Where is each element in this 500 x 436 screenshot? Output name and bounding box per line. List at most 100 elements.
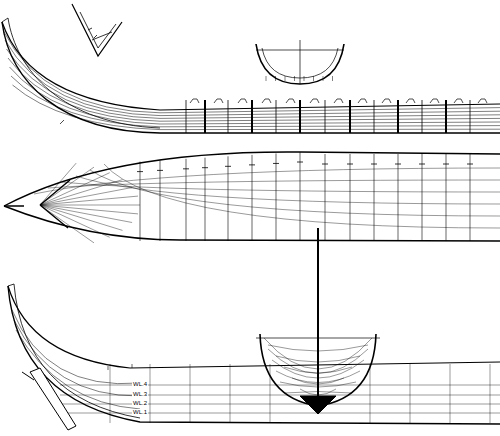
strake-plan-line — [76, 176, 500, 204]
waterline-label: WL.1 — [132, 409, 148, 416]
strake-plan-line — [34, 168, 500, 194]
plank-end-line — [40, 205, 110, 237]
frame-plan-line — [205, 158, 206, 241]
frame-tick — [266, 76, 267, 81]
station-line — [230, 364, 231, 423]
station-line — [110, 364, 111, 423]
oar-port — [406, 99, 415, 103]
section-line — [276, 356, 360, 362]
rudder-sketch — [72, 4, 122, 56]
oar-port — [310, 99, 319, 103]
station-line — [490, 364, 491, 423]
frame-plan-line — [252, 155, 253, 241]
frame-tick — [275, 76, 276, 81]
frame-line — [422, 100, 423, 133]
frame-line — [349, 100, 351, 133]
body-line — [268, 349, 368, 374]
sheer-line — [2, 22, 500, 110]
strake-line — [11, 76, 500, 127]
plank-end-line — [40, 173, 110, 205]
beam-mark — [395, 164, 401, 165]
beam-mark — [347, 164, 353, 165]
frame-plan-line — [350, 154, 351, 241]
frame-line — [251, 100, 253, 133]
stem-post — [8, 284, 140, 418]
waterline — [60, 385, 500, 386]
frame-line — [299, 100, 301, 133]
strake-line — [14, 320, 140, 396]
strake-plan-line — [104, 164, 500, 228]
oar-port — [382, 99, 391, 103]
waterline — [60, 404, 500, 405]
section-line — [292, 378, 344, 384]
plank-end-line — [40, 205, 132, 223]
plank-end-line — [40, 205, 140, 206]
station-mark — [108, 364, 132, 370]
waterline-label: WL.4 — [132, 381, 148, 388]
frame-plan-line — [422, 154, 423, 241]
waterline-label: WL.2 — [132, 400, 148, 407]
beam-mark — [419, 164, 425, 165]
frame-tick — [323, 76, 324, 81]
thwart-line — [256, 40, 344, 84]
frame-plan-line — [446, 154, 447, 241]
station-line — [410, 364, 411, 423]
oar-port — [478, 99, 487, 103]
waterline-label: WL.3 — [132, 391, 148, 398]
waterline — [60, 395, 500, 396]
strake-plan-line — [48, 180, 500, 188]
body-line — [272, 360, 364, 378]
frame-plan-line — [470, 154, 471, 241]
keel-section — [300, 396, 336, 414]
beam-mark — [467, 164, 473, 165]
frame-line — [374, 100, 375, 133]
body-line — [276, 371, 360, 383]
oar-port — [214, 99, 223, 103]
frame-tick — [332, 76, 333, 81]
oar-port — [454, 99, 463, 103]
frame-tick — [304, 76, 305, 81]
beam-mark — [443, 164, 449, 165]
frame-plan-line — [228, 156, 229, 241]
body-line — [284, 392, 352, 394]
beam-mark — [249, 164, 255, 165]
keel-line — [8, 286, 500, 424]
stern-frame — [40, 180, 70, 228]
beam-mark — [225, 166, 231, 167]
oar-port — [358, 99, 367, 103]
beam-mark — [137, 171, 143, 172]
gunwale-line — [256, 338, 380, 339]
beam-mark — [371, 164, 377, 165]
strake-line — [16, 330, 140, 409]
frame-line — [470, 100, 471, 133]
oar-port — [334, 99, 343, 103]
frame-plan-line — [374, 154, 375, 241]
body-line — [264, 338, 372, 369]
station-line — [270, 364, 271, 423]
frame-line — [276, 100, 277, 133]
strake-plan-line — [90, 170, 500, 216]
frame-plan-line — [325, 154, 326, 241]
frame-line — [204, 100, 206, 133]
beam-mark — [322, 164, 328, 165]
rudder — [30, 368, 76, 430]
scarf-mark — [60, 120, 64, 124]
frame-plan-line — [398, 154, 399, 241]
frame-line — [325, 100, 326, 133]
sheer-line — [8, 286, 500, 368]
station-line — [190, 364, 191, 423]
oar-port — [190, 99, 199, 103]
stern-tip — [4, 205, 24, 207]
station-line — [150, 364, 151, 423]
frame-plan-line — [186, 159, 187, 241]
plank-end-line — [40, 167, 94, 205]
mast — [317, 228, 319, 412]
oar-port — [430, 99, 439, 103]
frame-plan-line — [160, 160, 161, 241]
beam-mark — [297, 162, 303, 163]
body-line — [280, 382, 356, 387]
plank-end-line — [40, 205, 123, 230]
beam-mark — [157, 170, 163, 171]
